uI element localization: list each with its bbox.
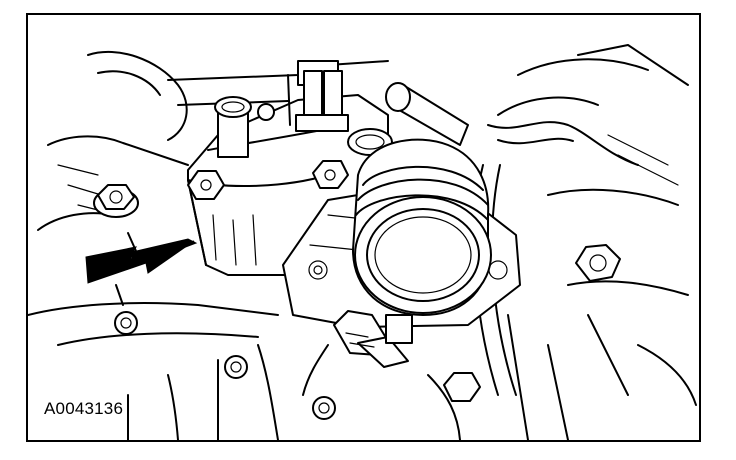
bolts-lower — [114, 311, 481, 420]
figure-frame: A0043136 — [26, 13, 701, 442]
engine-illustration — [28, 44, 697, 440]
bolt-left — [93, 184, 139, 218]
electrical-connector — [302, 310, 413, 396]
arrow-indicator-icon — [85, 232, 198, 306]
outlet-nipple — [214, 96, 275, 158]
figure-id-label: A0043136 — [44, 399, 124, 418]
engine-background-lines — [28, 44, 697, 440]
hose-outlet — [352, 138, 492, 316]
temperature-sensor — [287, 60, 349, 132]
bolt-right — [575, 244, 621, 282]
